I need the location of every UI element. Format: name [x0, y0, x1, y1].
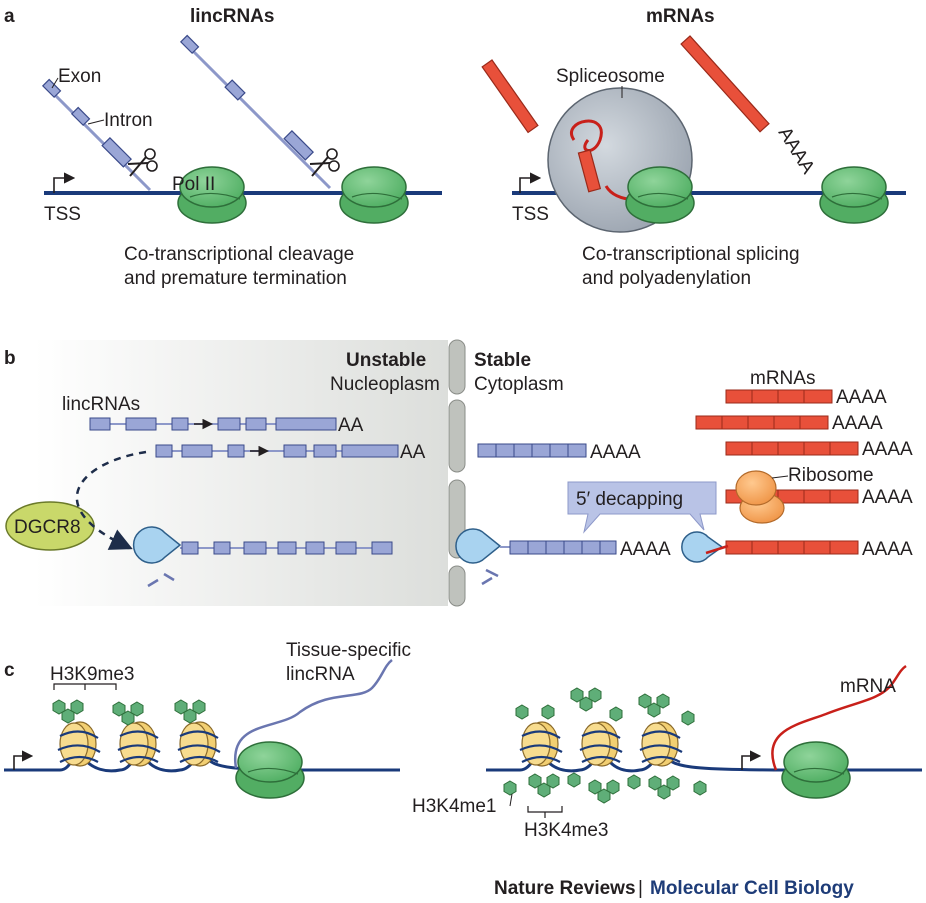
tissue-specific-lincrna: [233, 659, 393, 769]
nucleoplasm-label: Nucleoplasm: [330, 374, 440, 395]
caption-a-right-1: Co-transcriptional splicing: [582, 244, 800, 265]
exon-label: Exon: [58, 66, 101, 87]
nucleosome-right-1: [518, 720, 564, 768]
dgcr8-dashed-arrow: [75, 450, 147, 550]
caption-a-left-2: and premature termination: [124, 268, 347, 289]
unstable-label: Unstable: [346, 350, 426, 371]
lincrnas-title: lincRNAs: [190, 6, 274, 27]
pol2-c-left: [235, 741, 305, 799]
h3k9me3-mark-1: [52, 699, 84, 724]
footer-separator: |: [638, 878, 643, 899]
cyto-decay-enzyme: [455, 528, 502, 564]
ribosome: [735, 470, 785, 524]
h3k4me3-label: H3K4me3: [524, 820, 609, 841]
aa-1: AA: [338, 415, 364, 436]
decapping-label: 5′ decapping: [576, 489, 683, 510]
aaaa-cyto-1: AAAA: [590, 442, 641, 463]
panel-c-label: c: [4, 660, 15, 681]
h3k9me3-mark-3: [174, 699, 206, 724]
m-aaaa-3: AAAA: [862, 439, 913, 460]
panel-a-label: a: [4, 6, 15, 27]
aa-2: AA: [400, 442, 426, 463]
nucleosome-right-3: [638, 720, 684, 768]
tss-label-a-right: TSS: [512, 204, 549, 225]
h3k9me3-bracket: [53, 683, 117, 690]
nuclear-degraded-lincrna: [180, 541, 393, 555]
pol2-right-2: [819, 166, 889, 224]
decapping-callout: [567, 481, 717, 534]
nuclear-lincrna-1: [89, 417, 337, 431]
mrna-c-label: mRNA: [840, 676, 896, 697]
scissors-icon: [309, 148, 340, 177]
mrna-transcript-1: [481, 59, 641, 202]
cyto-fragments: [481, 568, 499, 586]
stable-label: Stable: [474, 350, 531, 371]
tss-label-a-left: TSS: [44, 204, 81, 225]
m-aaaa-4: AAAA: [862, 487, 913, 508]
pol2-left-2: [339, 166, 409, 224]
mrna-c: [771, 664, 907, 771]
nuclear-envelope: [448, 339, 466, 607]
tss-arrow-c-right: [741, 750, 762, 770]
scissors-icon: [127, 148, 158, 177]
nucleosome-left-1: [56, 720, 102, 768]
nuclear-lincrna-2: [155, 444, 399, 458]
mrna-rows: [695, 389, 859, 555]
caption-a-right-2: and polyadenylation: [582, 268, 751, 289]
mrnas-title: mRNAs: [646, 6, 715, 27]
tissue-label-2: lincRNA: [286, 664, 355, 685]
tss-arrow-c-left: [13, 750, 34, 770]
lincrna-transcript-2: [179, 34, 332, 190]
ribosome-label: Ribosome: [788, 465, 874, 486]
aaaa-cyto-2: AAAA: [620, 539, 671, 560]
m-aaaa-2: AAAA: [832, 413, 883, 434]
pol2-label: Pol II: [172, 174, 215, 195]
lincrna-transcript-1: [41, 78, 152, 192]
mrna-transcript-2: [680, 35, 770, 133]
h3k4me1-label: H3K4me1: [412, 796, 497, 817]
pol2-c-right: [781, 741, 851, 799]
mrnas-b-label: mRNAs: [750, 368, 815, 389]
polya-a: AAAA: [774, 124, 819, 178]
tss-arrow-a-left: [53, 172, 76, 193]
tss-arrow-a-right: [519, 172, 542, 193]
exon-leader: [51, 77, 59, 89]
nucleosome-left-2: [116, 720, 162, 768]
nuclear-fragments: [147, 572, 175, 588]
intron-leader: [87, 119, 105, 125]
m-aaaa-1: AAAA: [836, 387, 887, 408]
cytoplasm-label: Cytoplasm: [474, 374, 564, 395]
h3k9me3-label: H3K9me3: [50, 664, 135, 685]
footer-journal: Nature Reviews: [494, 878, 636, 899]
nucleosome-left-3: [176, 720, 222, 768]
nucleosome-right-2: [578, 720, 624, 768]
spliceosome-label: Spliceosome: [556, 66, 665, 87]
tissue-label-1: Tissue-specific: [286, 640, 411, 661]
nuclear-decay-enzyme: [132, 526, 182, 564]
intron-label: Intron: [104, 110, 153, 131]
caption-a-left-1: Co-transcriptional cleavage: [124, 244, 354, 265]
lincrnas-b-label: lincRNAs: [62, 394, 140, 415]
cytoplasmic-lincrna-1: [477, 443, 587, 458]
ribosome-leader: [771, 475, 789, 479]
dgcr8-label: DGCR8: [14, 517, 81, 538]
pol2-right-1: [625, 166, 695, 224]
h3k4me1-leader: [509, 793, 513, 807]
nucleoplasm-region: [34, 340, 448, 606]
footer-subject: Molecular Cell Biology: [650, 878, 854, 899]
panel-b-label: b: [4, 348, 16, 369]
mrna-decapping-enzyme: [681, 531, 729, 563]
m-aaaa-5: AAAA: [862, 539, 913, 560]
cytoplasmic-lincrna-2: [500, 540, 617, 555]
h3k4me3-bracket: [527, 806, 563, 818]
